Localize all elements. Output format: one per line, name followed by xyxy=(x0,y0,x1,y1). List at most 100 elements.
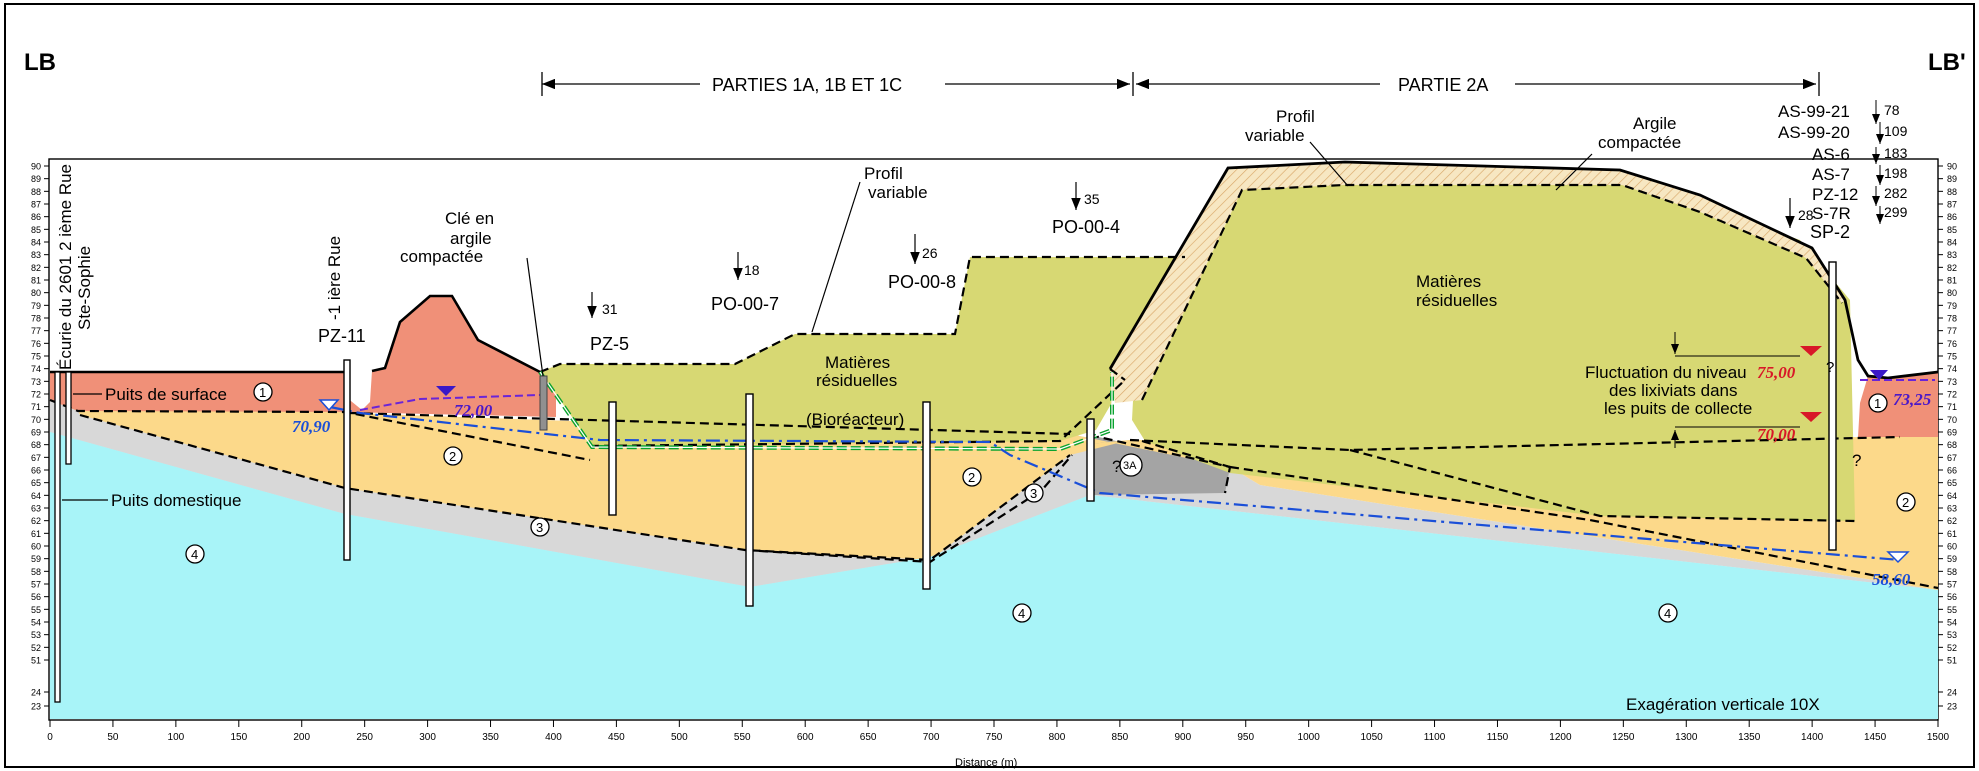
y-tick-label: 58 xyxy=(31,567,41,577)
side-well-0: AS-99-21 xyxy=(1778,102,1850,121)
x-tick-label: 150 xyxy=(230,732,247,743)
y-tick-label: 82 xyxy=(1947,263,1957,273)
x-tick-label: 1100 xyxy=(1424,732,1446,743)
y-tick-label: 73 xyxy=(1947,377,1957,387)
x-tick-label: 100 xyxy=(168,732,185,743)
y-tick-label: 79 xyxy=(1947,301,1957,311)
y-tick-label: 51 xyxy=(1947,656,1957,666)
side-well-2: AS-6 xyxy=(1812,145,1850,164)
svg-text:4: 4 xyxy=(191,547,198,562)
y-tick-label: 54 xyxy=(1947,618,1957,628)
y-tick-label: 54 xyxy=(31,618,41,628)
x-tick-label: 400 xyxy=(545,732,562,743)
y-tick-label: 86 xyxy=(31,212,41,222)
argile-b: compactée xyxy=(1598,133,1681,152)
cle-label-3: compactée xyxy=(400,247,483,266)
y-tick-label: 68 xyxy=(31,440,41,450)
exaggeration-label: Exagération verticale 10X xyxy=(1626,695,1820,714)
svg-text:4: 4 xyxy=(1664,606,1671,621)
well-po007-depth: 18 xyxy=(744,262,760,278)
y-tick-label: 59 xyxy=(31,554,41,564)
x-tick-label: 1250 xyxy=(1612,732,1635,743)
well-pz11: PZ-11 xyxy=(318,326,366,346)
y-tick-label: 89 xyxy=(1947,174,1957,184)
x-tick-label: 1350 xyxy=(1738,732,1761,743)
right-end-label: LB' xyxy=(1928,49,1966,76)
y-tick-label: 71 xyxy=(31,402,41,412)
y-tick-label: 59 xyxy=(1947,554,1957,564)
y-tick-label: 75 xyxy=(1947,352,1957,362)
liner-white xyxy=(539,371,1113,450)
wl-5: 73,25 xyxy=(1893,390,1932,409)
unit-markers: 1 1 2 2 2 3 3 3A 4 4 4 xyxy=(185,382,1916,623)
y-tick-label: 85 xyxy=(31,225,41,235)
unit-4-lower xyxy=(50,432,1938,719)
x-tick-label: 1450 xyxy=(1864,732,1887,743)
well-po004: PO-00-4 xyxy=(1052,217,1120,237)
x-tick-label: 500 xyxy=(671,732,688,743)
cle-label-1: Clé en xyxy=(445,209,494,228)
x-tick-label: 1400 xyxy=(1801,732,1824,743)
x-tick-label: 700 xyxy=(923,732,940,743)
x-tick-label: 600 xyxy=(797,732,814,743)
y-tick-label: 71 xyxy=(1947,402,1957,412)
y-tick-label: 69 xyxy=(31,428,41,438)
y-tick-label: 72 xyxy=(31,390,41,400)
x-tick-label: 1050 xyxy=(1360,732,1383,743)
bioreacteur-label: (Bioréacteur) xyxy=(806,410,904,429)
side-well-0-depth: 78 xyxy=(1884,102,1900,118)
y-tick-label: 58 xyxy=(1947,567,1957,577)
x-tick-label: 300 xyxy=(419,732,436,743)
side-well-5: S-7R xyxy=(1812,204,1851,223)
rue1-label: -1 ière Rue xyxy=(325,236,344,320)
y-tick-label: 81 xyxy=(31,276,41,286)
y-tick-label: 76 xyxy=(1947,339,1957,349)
side-well-4: PZ-12 xyxy=(1812,185,1858,204)
y-tick-label: 73 xyxy=(31,377,41,387)
question-3: ? xyxy=(1826,359,1834,376)
svg-text:2: 2 xyxy=(449,449,456,464)
question-1: ? xyxy=(1112,457,1121,476)
x-tick-label: 1150 xyxy=(1487,732,1509,743)
side-well-5-depth: 299 xyxy=(1884,204,1908,220)
matieres-1-a: Matières xyxy=(825,353,890,372)
y-tick-label: 70 xyxy=(1947,415,1957,425)
y-tick-label: 64 xyxy=(31,491,41,501)
y-tick-label: 23 xyxy=(31,702,41,712)
y-tick-label: 65 xyxy=(1947,478,1957,488)
water-table-line xyxy=(329,405,1901,562)
x-tick-label: 550 xyxy=(734,732,751,743)
y-tick-label: 81 xyxy=(1947,276,1957,286)
x-tick-label: 900 xyxy=(1174,732,1191,743)
y-tick-label: 78 xyxy=(1947,314,1957,324)
matieres-2-a: Matières xyxy=(1416,272,1481,291)
x-tick-label: 800 xyxy=(1049,732,1066,743)
x-axis-title: Distance (m) xyxy=(955,757,1017,769)
svg-text:2: 2 xyxy=(1902,495,1909,510)
unit-1-fill-left xyxy=(50,296,556,417)
well-po007: PO-00-7 xyxy=(711,294,779,314)
ecurie-label: Écurie du 2601 2 ième Rue xyxy=(56,164,75,370)
y-tick-label: 86 xyxy=(1947,212,1957,222)
profil-1-a: Profil xyxy=(864,164,903,183)
y-tick-label: 51 xyxy=(31,656,41,666)
y-tick-label: 64 xyxy=(1947,491,1957,501)
y-tick-label: 83 xyxy=(31,250,41,260)
well-pz5-depth: 31 xyxy=(602,301,618,317)
x-tick-label: 650 xyxy=(860,732,877,743)
y-tick-label: 87 xyxy=(31,200,41,210)
y-tick-label: 80 xyxy=(1947,288,1957,298)
unit-1-fill-right xyxy=(1858,372,1938,437)
y-tick-label: 85 xyxy=(1947,225,1957,235)
y-tick-label: 63 xyxy=(1947,504,1957,514)
y-tick-label: 60 xyxy=(31,542,41,552)
y-tick-label: 83 xyxy=(1947,250,1957,260)
y-tick-label: 88 xyxy=(31,187,41,197)
side-well-1: AS-99-20 xyxy=(1778,123,1850,142)
x-tick-label: 1000 xyxy=(1298,732,1321,743)
y-tick-label: 62 xyxy=(1947,516,1957,526)
well-pz5: PZ-5 xyxy=(590,334,629,354)
side-well-3: AS-7 xyxy=(1812,165,1850,184)
